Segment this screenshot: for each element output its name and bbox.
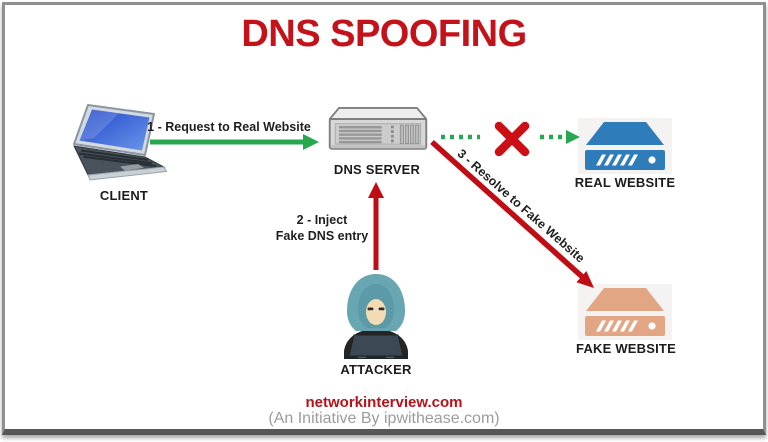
- fake-website-label: FAKE WEBSITE: [576, 341, 676, 356]
- page-title: DNS SPOOFING: [241, 13, 527, 55]
- website-server-icon: [578, 284, 672, 340]
- red-x-icon: [494, 121, 530, 157]
- laptop-icon: [73, 104, 168, 181]
- step2-label: 2 - Inject Fake DNS entry: [276, 213, 368, 244]
- request-arrow: [150, 134, 319, 150]
- step2-label-line2: Fake DNS entry: [275, 228, 369, 243]
- real-website-node: [578, 118, 672, 174]
- server-icon: [328, 107, 428, 150]
- website-server-icon: [578, 118, 672, 174]
- dns-server-label: DNS SERVER: [333, 162, 421, 177]
- client-node: [64, 103, 174, 185]
- inject-arrow: [368, 182, 384, 270]
- hooded-hacker-icon: [344, 274, 408, 359]
- step3-label: 3 - Resolve to Fake Website: [454, 146, 588, 266]
- client-label: CLIENT: [99, 188, 149, 203]
- resolve-arrow: [430, 139, 594, 288]
- real-website-label: REAL WEBSITE: [574, 175, 676, 190]
- attacker-node: [334, 271, 418, 361]
- dns-server-node: [326, 106, 430, 160]
- fake-website-node: [578, 284, 672, 340]
- attacker-label: ATTACKER: [340, 362, 412, 377]
- blocked-dotted-arrow: [441, 130, 580, 144]
- step1-label: 1 - Request to Real Website: [147, 120, 311, 134]
- footer-attribution: (An Initiative By ipwithease.com): [268, 410, 500, 427]
- step2-label-line1: 2 - Inject: [296, 213, 348, 227]
- footer-site-link: networkinterview.com: [305, 394, 463, 411]
